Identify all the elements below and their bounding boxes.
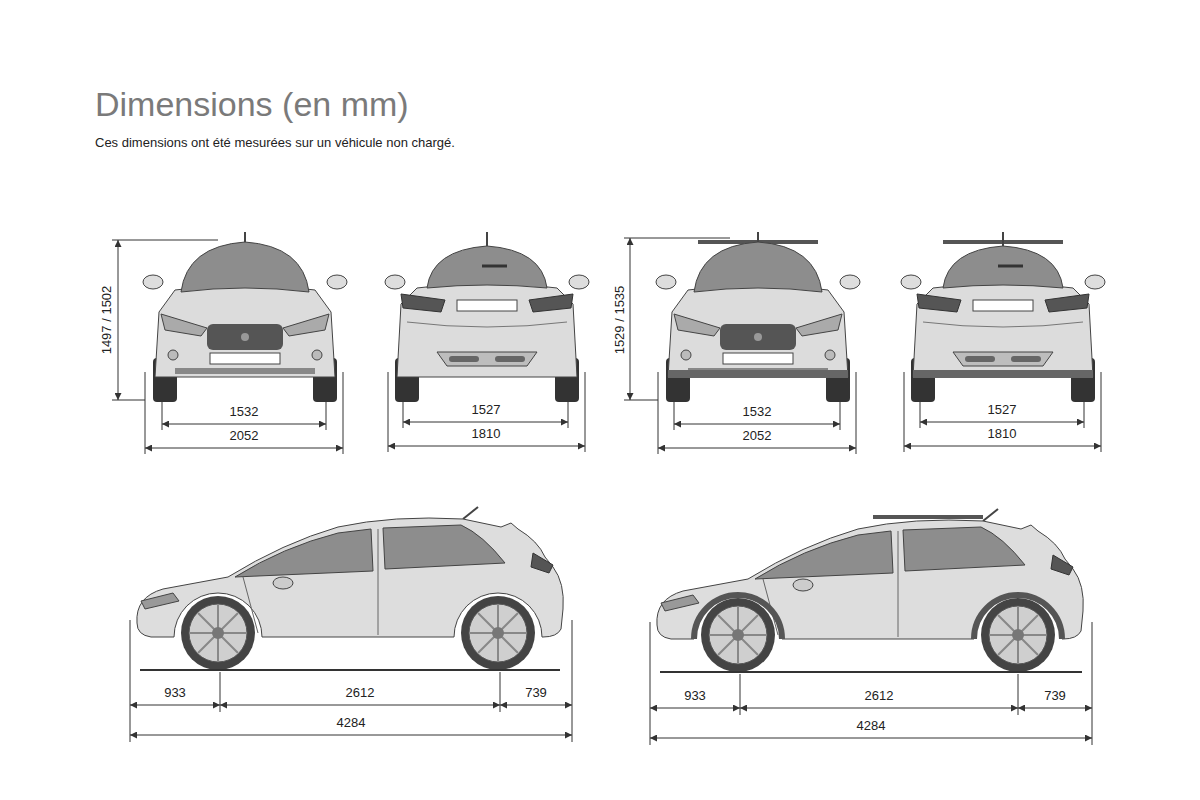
drawing-part — [674, 402, 675, 430]
drawing-part — [500, 705, 572, 706]
dimension-label: 1527 — [469, 402, 504, 417]
side-view-crossback — [657, 509, 1083, 672]
dimension-label: 1529 / 1535 — [612, 283, 627, 358]
dimension-label: 2612 — [343, 685, 378, 700]
drawing-part — [162, 402, 163, 430]
drawing-part — [326, 402, 327, 430]
dimension-label: 1810 — [985, 426, 1020, 441]
drawing-part — [1092, 622, 1093, 745]
drawing-part — [920, 402, 921, 428]
dimension-label: 1532 — [740, 404, 775, 419]
side-view — [137, 507, 563, 670]
drawing-part — [840, 402, 841, 430]
drawing-part — [1101, 372, 1102, 452]
dimension-label: 2052 — [227, 428, 262, 443]
drawing-part — [500, 672, 501, 712]
drawing-part — [694, 595, 782, 639]
drawing-part — [901, 232, 1105, 402]
drawing-part — [650, 622, 651, 745]
drawing-part — [388, 446, 585, 447]
drawing-part — [145, 448, 343, 449]
drawing-part — [112, 240, 218, 241]
dimension-label: 2052 — [740, 428, 775, 443]
drawing-part — [974, 595, 1062, 639]
drawing-part — [650, 738, 1092, 739]
dimension-label: 1810 — [469, 426, 504, 441]
dimension-label: 4284 — [854, 718, 889, 733]
drawing-part — [913, 370, 1093, 378]
drawing-part — [585, 372, 586, 452]
drawing-part — [904, 372, 905, 452]
drawing-part — [904, 446, 1101, 447]
drawing-part — [624, 238, 730, 239]
drawing-part — [343, 372, 344, 454]
drawing-part — [657, 509, 1083, 672]
drawing-part — [220, 672, 221, 712]
dimension-label: 1497 / 1502 — [99, 283, 114, 358]
drawing-part — [660, 671, 1082, 673]
drawing-part — [1018, 708, 1092, 709]
drawing-part — [403, 422, 568, 423]
drawing-part — [920, 422, 1084, 423]
drawing-part — [140, 669, 560, 671]
drawing-part — [1084, 402, 1085, 428]
dimension-label: 739 — [522, 685, 550, 700]
drawing-part — [388, 372, 389, 452]
drawing-part — [568, 402, 569, 428]
drawing-part — [656, 232, 860, 402]
dimension-label: 739 — [1041, 688, 1069, 703]
drawing-part — [220, 705, 500, 706]
drawing-part — [740, 708, 1018, 709]
dimension-label: 1532 — [227, 404, 262, 419]
drawing-part — [118, 240, 119, 400]
drawing-part — [668, 370, 848, 378]
front-view-crossback — [656, 232, 860, 402]
drawing-part — [130, 620, 131, 742]
drawing-part — [650, 708, 740, 709]
dimension-lines — [112, 238, 1101, 745]
drawing-part — [403, 402, 404, 428]
drawing-part — [572, 620, 573, 742]
dimension-label: 2612 — [862, 688, 897, 703]
drawing-part — [130, 705, 220, 706]
drawing-part — [856, 372, 857, 454]
dimension-label: 4284 — [334, 715, 369, 730]
front-view — [143, 232, 347, 402]
drawing-part — [162, 424, 326, 425]
drawing-part — [624, 400, 658, 401]
drawing-part — [145, 372, 146, 454]
dimension-label: 1527 — [985, 402, 1020, 417]
drawing-part — [740, 674, 741, 715]
drawing-part — [1018, 674, 1019, 715]
drawing-part — [873, 515, 983, 519]
drawing-part — [658, 448, 856, 449]
dimension-label: 933 — [681, 688, 709, 703]
rear-view-crossback — [901, 232, 1105, 402]
drawing-part — [112, 400, 145, 401]
dimension-label: 933 — [161, 685, 189, 700]
caption-note: Ces dimensions ont été mesurées sur un v… — [95, 135, 455, 151]
drawing-part — [658, 372, 659, 454]
drawing-part — [674, 424, 840, 425]
page-title: Dimensions (en mm) — [95, 84, 409, 124]
drawing-part — [130, 735, 572, 736]
rear-view — [385, 232, 589, 402]
drawing-part — [630, 238, 631, 400]
